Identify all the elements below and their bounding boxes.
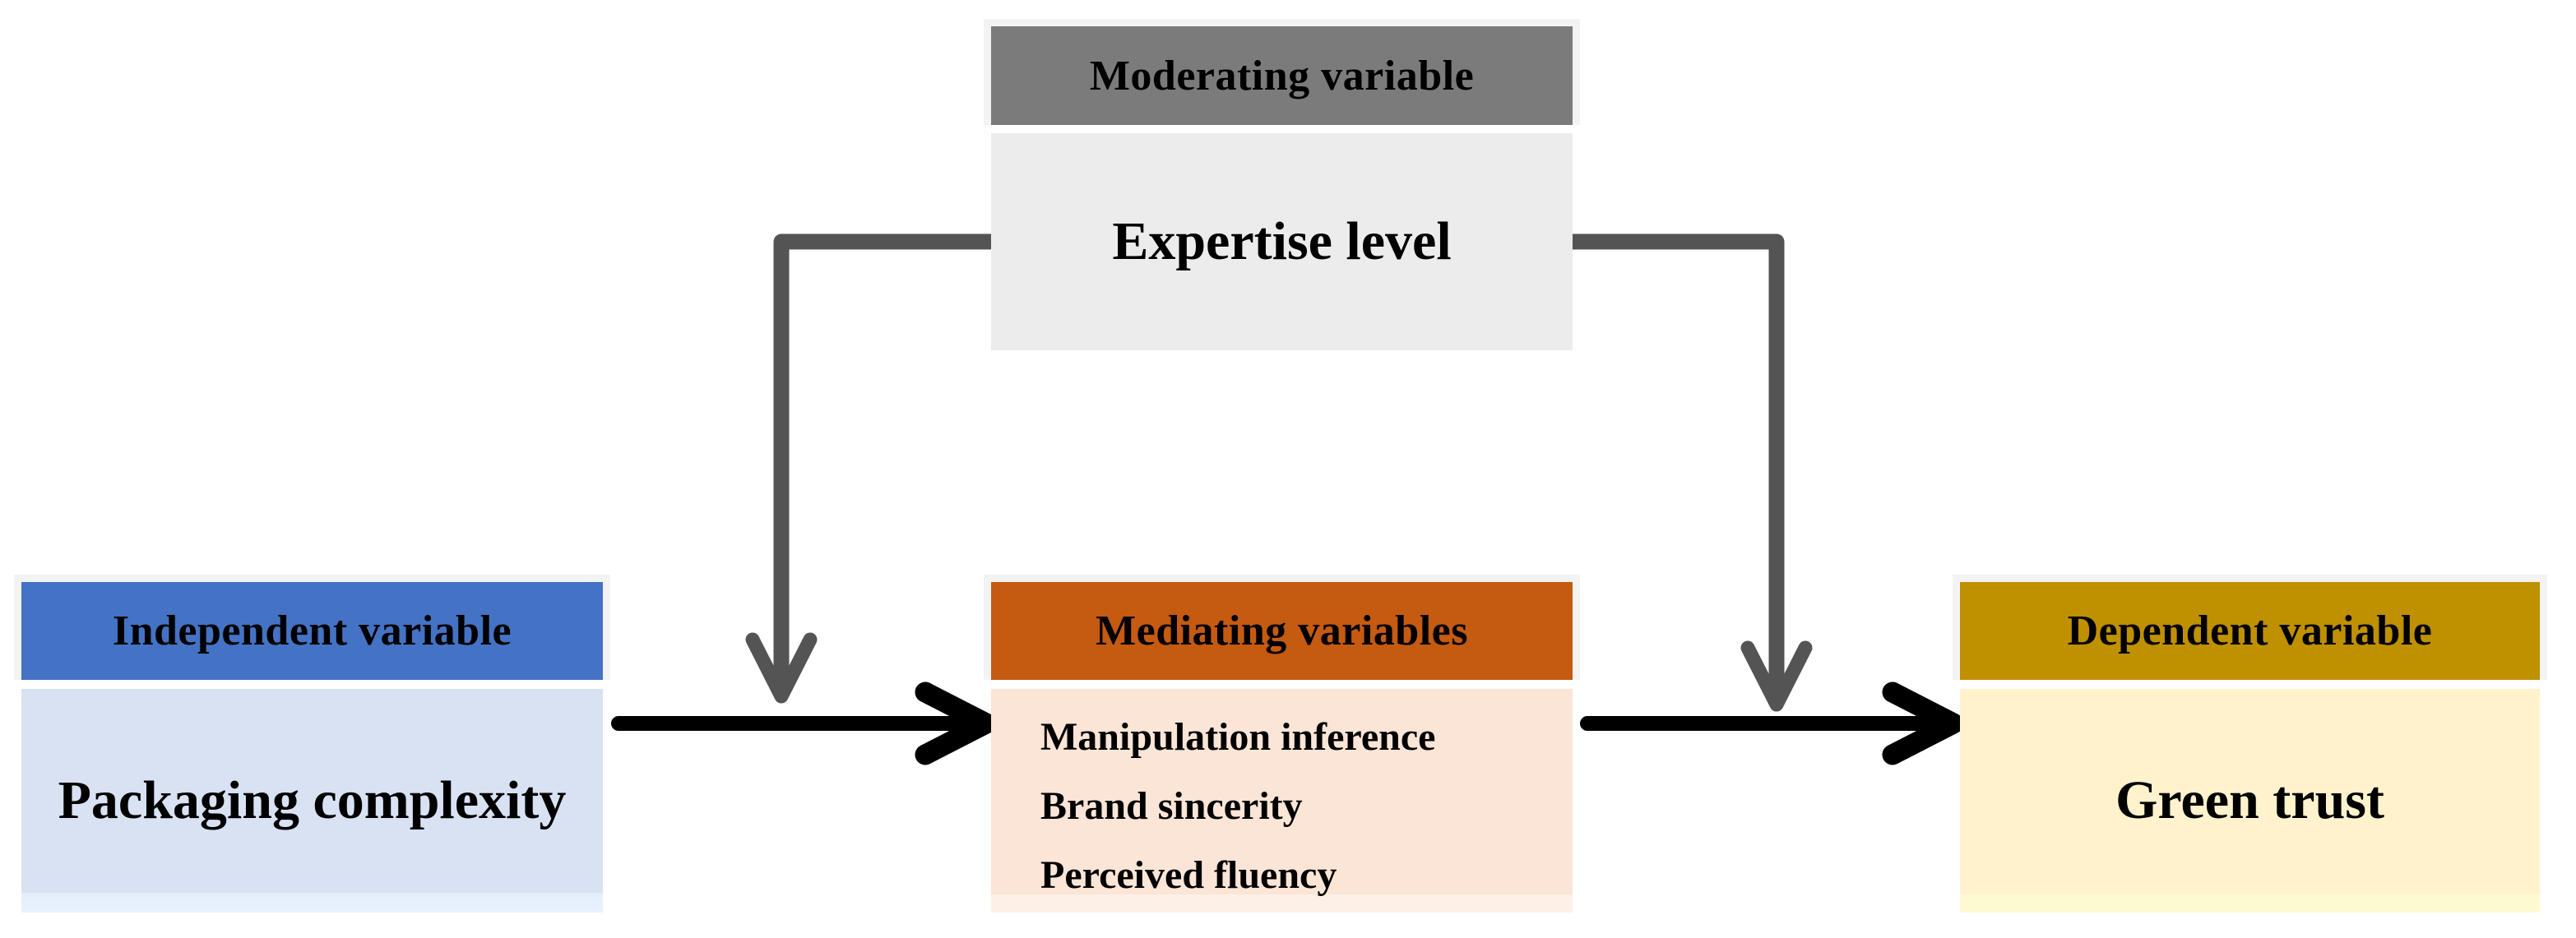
- moderating-variable-header-label: Moderating variable: [1089, 52, 1475, 99]
- mediator-item-perceived-fluency: Perceived fluency: [1040, 853, 1337, 897]
- independent-variable-header: Independent variable: [14, 575, 610, 680]
- green-trust-label: Green trust: [2115, 770, 2384, 830]
- expertise-level-label: Expertise level: [1112, 211, 1452, 271]
- moderation-arrow-right: [1564, 233, 1813, 712]
- direct-arrow-mediating-to-dependent: [1580, 682, 1964, 765]
- direct-arrow-right-head: [1882, 682, 1964, 765]
- moderation-arrow-left: [745, 233, 999, 704]
- direct-arrow-left-head: [915, 682, 997, 765]
- mediating-variables-body: Manipulation inference Brand sincerity P…: [991, 689, 1573, 913]
- moderation-arrow-right-line: [1564, 233, 1785, 704]
- packaging-complexity-label: Packaging complexity: [58, 770, 567, 830]
- mediator-item-manipulation-inference: Manipulation inference: [1040, 714, 1436, 759]
- dependent-variable-header: Dependent variable: [1953, 575, 2547, 680]
- independent-variable-body: Packaging complexity: [21, 689, 603, 913]
- moderation-arrow-left-line: [773, 233, 999, 695]
- independent-variable-header-label: Independent variable: [112, 608, 512, 654]
- moderation-arrow-left-head: [745, 632, 818, 704]
- dependent-variable-header-label: Dependent variable: [2067, 608, 2433, 654]
- moderating-variable-body: Expertise level: [991, 133, 1573, 350]
- mediating-variables-header-label: Mediating variables: [1096, 608, 1468, 654]
- moderating-variable-header: Moderating variable: [984, 19, 1580, 125]
- direct-arrow-independent-to-mediating: [611, 682, 997, 765]
- dependent-variable-body: Green trust: [1960, 689, 2540, 913]
- mediator-item-brand-sincerity: Brand sincerity: [1040, 783, 1303, 828]
- moderation-arrow-right-head: [1740, 640, 1813, 712]
- mediating-variables-header: Mediating variables: [984, 575, 1580, 680]
